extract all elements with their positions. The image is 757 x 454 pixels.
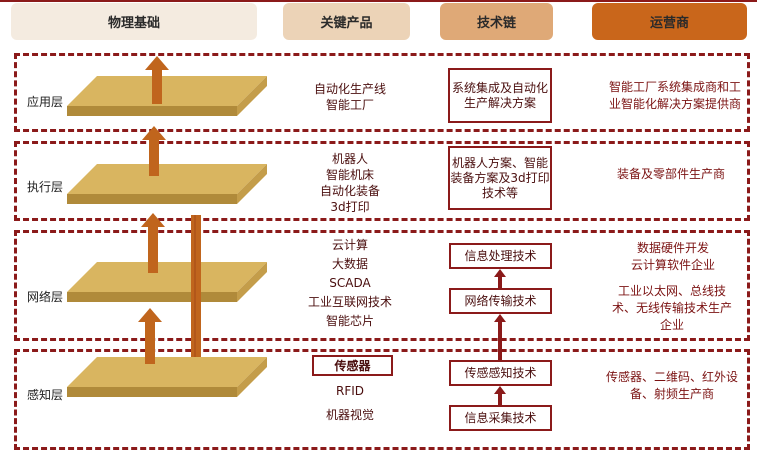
header-physical-basis: 物理基础 [11, 3, 257, 40]
arrow-up-to-network [141, 213, 165, 273]
product-item: 智能芯片 [325, 314, 374, 328]
tech-arrow-to-sensing [494, 386, 506, 405]
top-rule [0, 0, 757, 2]
tech-box-sensing: 传感感知技术 [449, 360, 552, 386]
products-application: 自动化生产线 智能工厂 [290, 81, 410, 113]
header-operators: 运营商 [592, 3, 747, 40]
product-item: 工业互联网技术 [307, 295, 392, 309]
layer-frame-perception [14, 349, 750, 450]
arrow-up-to-application [145, 56, 169, 104]
arrow-up-to-execution [142, 126, 166, 176]
operator-application: 智能工厂系统集成商和工业智能化解决方案提供商 [608, 80, 741, 111]
layer-name-perception: 感知层 [27, 388, 64, 402]
layer-name-application: 应用层 [27, 95, 64, 109]
product-item: SCADA [329, 276, 371, 290]
tech-arrow-to-network-transmission [494, 314, 506, 360]
layer-frame-network [14, 230, 750, 341]
operator-network-cloud: 云计算软件企业 [630, 258, 715, 272]
product-item: 3d打印 [330, 200, 370, 214]
tech-arrow-to-info-processing [494, 269, 506, 288]
layer-name-execution: 执行层 [27, 180, 64, 194]
product-item: 机器人 [331, 152, 368, 166]
product-item: 智能机床 [325, 168, 374, 182]
products-network: 云计算 大数据 SCADA 工业互联网技术 智能芯片 [290, 236, 410, 331]
tech-box-network-transmission: 网络传输技术 [449, 288, 552, 314]
layer-frame-application [14, 53, 750, 132]
product-item: 智能工厂 [325, 98, 374, 112]
tech-box-info-collection: 信息采集技术 [449, 405, 552, 431]
operator-network-ethernet: 工业以太网、总线技术、无线传输技术生产企业 [611, 284, 732, 332]
platform-network [67, 262, 267, 302]
operator-network-hardware: 数据硬件开发 [636, 241, 709, 255]
product-item: 大数据 [331, 257, 368, 271]
platform-perception [67, 357, 267, 397]
operator-execution: 装备及零部件生产商 [616, 167, 725, 181]
product-rfid: RFID [335, 384, 365, 398]
platform-execution [67, 164, 267, 204]
products-execution: 机器人 智能机床 自动化装备 3d打印 [290, 151, 410, 215]
tech-box-robot-solutions: 机器人方案、智能装备方案及3d打印技术等 [448, 146, 552, 210]
product-item: 自动化生产线 [313, 82, 386, 96]
header-tech-chain: 技术链 [440, 3, 553, 40]
header-key-products: 关键产品 [283, 3, 410, 40]
tech-box-system-integration: 系统集成及自动化生产解决方案 [448, 68, 552, 123]
vertical-connector [191, 215, 201, 357]
product-item: 自动化装备 [319, 184, 380, 198]
product-item: 云计算 [331, 238, 368, 252]
layer-frame-execution [14, 141, 750, 221]
product-sensor-highlight: 传感器 [312, 355, 393, 376]
tech-box-info-processing: 信息处理技术 [449, 243, 552, 269]
arrow-up-to-network-from-perception [138, 308, 162, 364]
product-machine-vision: 机器视觉 [325, 408, 374, 422]
platform-application [67, 76, 267, 116]
operator-perception: 传感器、二维码、红外设备、射频生产商 [606, 370, 739, 401]
layer-name-network: 网络层 [27, 290, 64, 304]
